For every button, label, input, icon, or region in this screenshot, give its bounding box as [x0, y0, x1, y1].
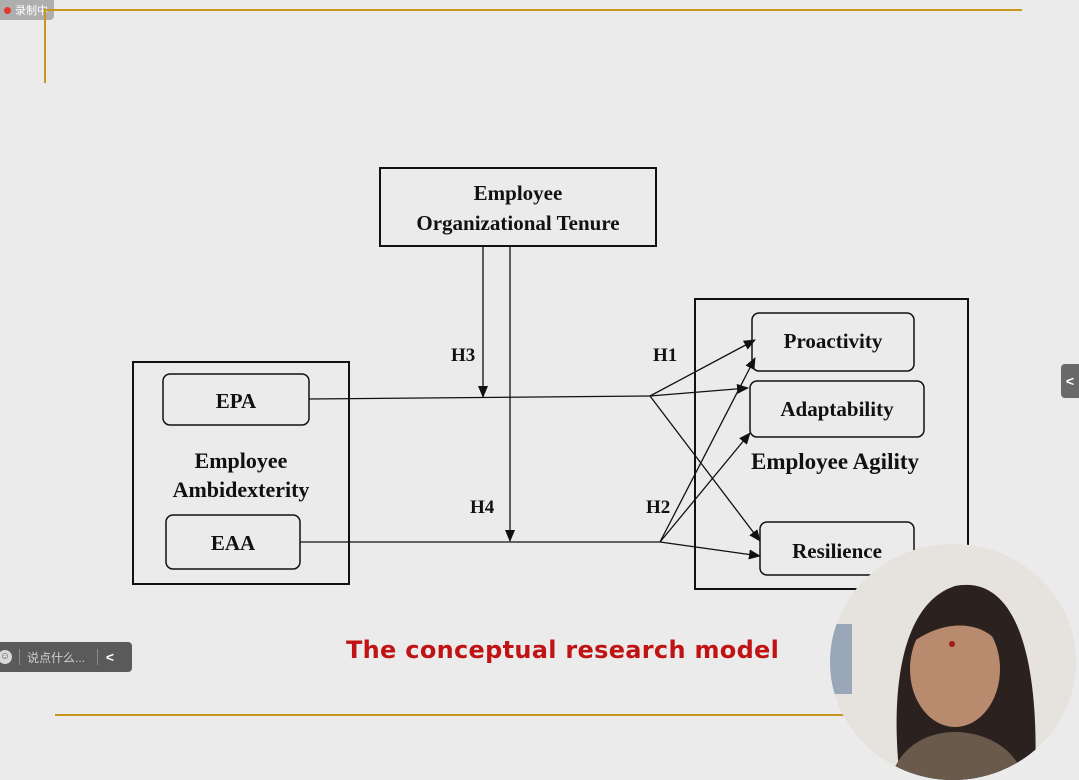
- h2-to-resilience: [659, 541, 761, 560]
- sidebar-expand-icon[interactable]: <: [1061, 364, 1079, 398]
- dependent-title: Employee Agility: [751, 449, 920, 474]
- presenter-webcam: [830, 544, 1076, 780]
- moderator-line2: Organizational Tenure: [416, 211, 619, 235]
- h1-to-adaptability: [649, 383, 749, 397]
- recording-label: 录制中: [15, 5, 48, 17]
- record-dot-icon: [4, 6, 11, 14]
- left-gold-rule: [44, 9, 46, 83]
- adaptability-box: [749, 380, 925, 438]
- h2-to-adaptability: [659, 432, 751, 543]
- h2-to-proactivity: [659, 357, 756, 543]
- emoji-icon[interactable]: ☺: [0, 650, 12, 664]
- top-gold-rule: [45, 9, 1022, 11]
- h4-label: H4: [470, 497, 495, 518]
- comment-bar[interactable]: ☺ 说点什么... <: [0, 642, 132, 672]
- presenter-video-feed: [830, 544, 1076, 780]
- comment-divider: [19, 649, 20, 665]
- independent-line2: Ambidexterity: [173, 477, 310, 502]
- eaa-label: EAA: [211, 531, 256, 555]
- resilience-box: [759, 521, 915, 576]
- proactivity-label: Proactivity: [784, 329, 883, 353]
- dependent-box: [694, 298, 969, 590]
- h1-to-proactivity: [649, 339, 756, 397]
- bottom-gold-rule: [55, 714, 845, 716]
- research-model-diagram: Employee Organizational Tenure EPA Emplo…: [132, 167, 969, 590]
- epa-path: [308, 395, 651, 400]
- epa-label: EPA: [216, 389, 257, 413]
- independent-box: [132, 361, 350, 585]
- moderator-box: [379, 167, 657, 247]
- h2-label: H2: [646, 497, 670, 518]
- epa-box: [162, 373, 310, 426]
- recording-badge: 录制中: [0, 0, 54, 20]
- h3-label: H3: [451, 345, 475, 366]
- adaptability-label: Adaptability: [780, 397, 894, 421]
- slide-caption: The conceptual research model: [346, 636, 780, 664]
- comment-input[interactable]: 说点什么...: [27, 650, 86, 665]
- h1-to-resilience: [649, 395, 761, 542]
- moderator-line1: Employee: [474, 181, 563, 205]
- independent-line1: Employee: [195, 448, 288, 473]
- h1-label: H1: [653, 345, 677, 366]
- chevron-left-icon[interactable]: <: [97, 649, 122, 665]
- resilience-label: Resilience: [792, 539, 882, 563]
